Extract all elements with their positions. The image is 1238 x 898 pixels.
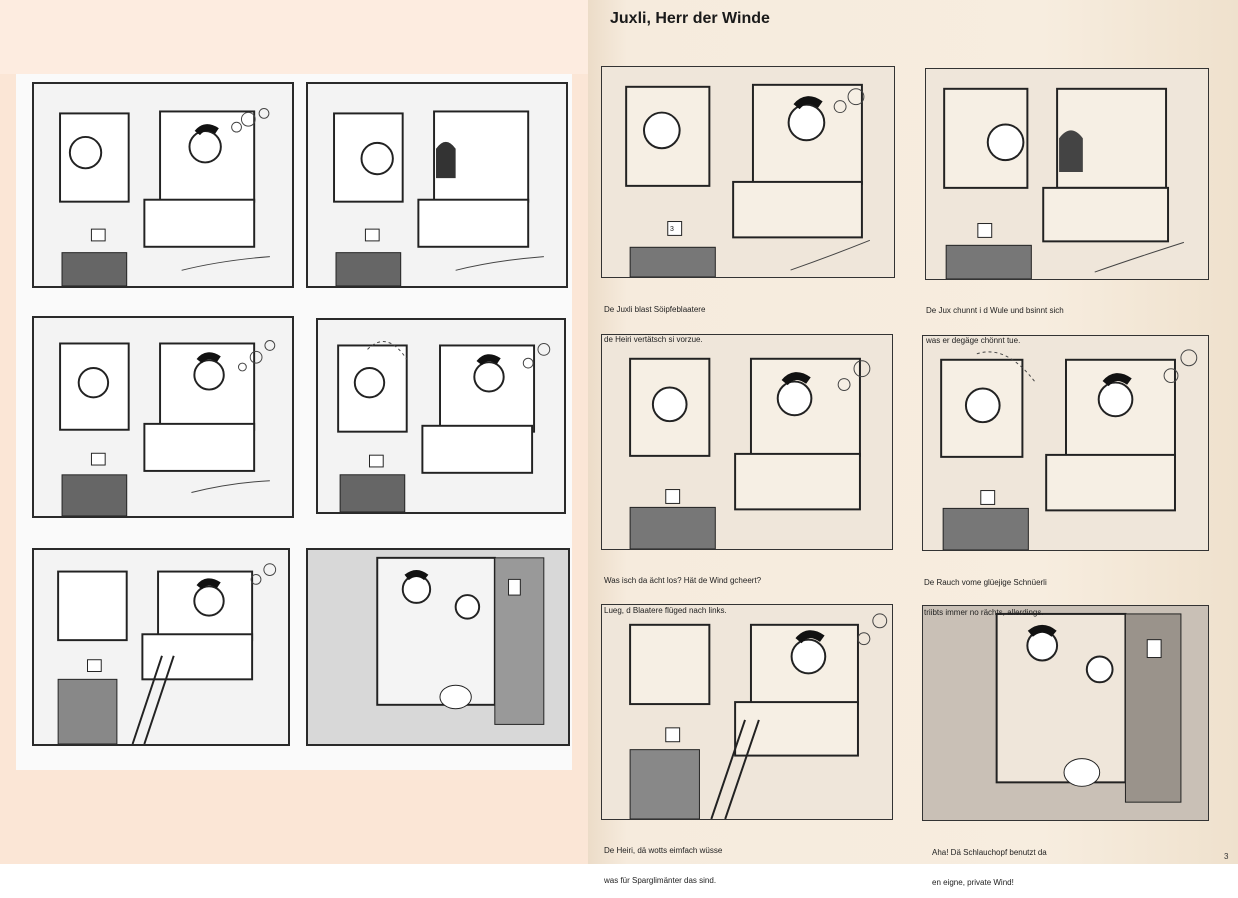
caption-1-line-1: De Juxli blast Söipfeblaatere (604, 305, 706, 314)
caption-2-line-1: De Jux chunnt i d Wule und bsinnt sich (926, 306, 1064, 315)
comic-title: Juxli, Herr der Winde (610, 10, 770, 27)
drawing-panel-3 (32, 316, 294, 518)
panel-art (943, 87, 1185, 279)
caption-5: De Heiri, dä wotts eimfach wüsse was für… (604, 826, 722, 896)
caption-4-line-1: De Rauch vome glüejige Schnüerli (924, 578, 1047, 587)
printed-panel-4 (922, 335, 1209, 551)
caption-3: Was isch da ächt los? Hät de Wind gcheer… (604, 556, 761, 626)
drawing-panel-4 (316, 318, 566, 514)
left-top-strip (0, 0, 588, 74)
printed-panel-6 (922, 605, 1209, 821)
caption-1: De Juxli blast Söipfeblaatere de Heiri v… (604, 285, 705, 355)
caption-5-line-2: was für Sparglimänter das sind. (604, 876, 717, 885)
drawing-panel-6 (306, 548, 570, 746)
panel-art (629, 613, 888, 819)
caption-6-line-2: en eigne, private Wind! (932, 878, 1014, 887)
panel-art (629, 357, 871, 549)
printed-panel-3 (601, 334, 893, 550)
caption-1-line-2: de Heiri vertätsch si vorzue. (604, 335, 703, 344)
caption-3-line-1: Was isch da ächt los? Hät de Wind gcheer… (604, 576, 762, 585)
caption-6: Aha! Dä Schlauchopf benutzt da en eigne,… (932, 828, 1047, 898)
panel-art (625, 83, 871, 277)
caption-2: De Jux chunnt i d Wule und bsinnt sich w… (926, 286, 1064, 356)
panel-art (57, 563, 277, 744)
caption-4-line-2: triibts immer no rächts, allerdings. (924, 608, 1044, 617)
panel-art (59, 340, 276, 516)
caption-2-line-2: was er degäge chönnt tue. (926, 336, 1021, 345)
panel-art (333, 110, 544, 286)
printed-panel-2 (925, 68, 1209, 280)
caption-3-line-2: Lueg, d Blaatere flüged nach links. (604, 606, 727, 615)
panel-art (337, 341, 551, 512)
caption-4: De Rauch vome glüejige Schnüerli triibts… (924, 558, 1047, 628)
drawing-panel-5 (32, 548, 290, 746)
caption-6-line-1: Aha! Dä Schlauchopf benutzt da (932, 848, 1047, 857)
printed-panel-1 (601, 66, 895, 278)
panel-art (59, 108, 270, 286)
panel-art (995, 612, 1182, 803)
caption-5-line-1: De Heiri, dä wotts eimfach wüsse (604, 846, 723, 855)
panel-art (940, 349, 1198, 550)
panel-art (376, 556, 545, 725)
page-number: 3 (1224, 852, 1229, 861)
house-number-label: 3 (670, 226, 674, 233)
drawing-panel-2 (306, 82, 568, 288)
printed-panel-5 (601, 604, 893, 820)
drawing-panel-1 (32, 82, 294, 288)
